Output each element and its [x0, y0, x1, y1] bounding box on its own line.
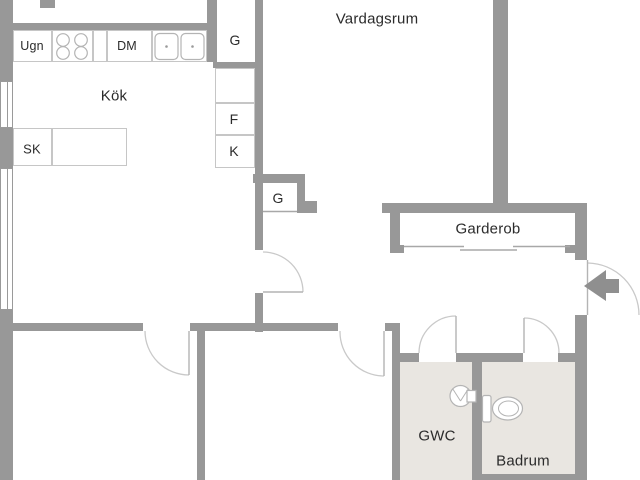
stove-burner-icon	[74, 33, 88, 47]
closet-g-kitchen-bottom-wall	[213, 62, 263, 68]
hall-bottom-wall-seg3	[558, 353, 587, 362]
stove-burner-icon	[56, 33, 70, 47]
kitchen-livingroom-divider-stub	[255, 293, 263, 332]
label-sk: SK	[23, 141, 41, 157]
label-g-hall: G	[272, 190, 284, 206]
outer-wall-left-pier	[0, 128, 13, 168]
livingroom-right-wall	[493, 0, 508, 203]
label-g-kitchen: G	[229, 32, 241, 48]
door-bottom-middle-room-swing-arc	[339, 330, 385, 377]
main-cross-wall-left	[0, 323, 143, 331]
gwc-washbasin-detail-line	[452, 388, 461, 402]
closet-g-kitchen-left-wall	[207, 0, 217, 62]
garderob-left-wall	[390, 213, 400, 252]
gwc-left-wall	[392, 331, 400, 480]
label-gwc: GWC	[418, 427, 456, 445]
garderob-bottom-stub-left	[390, 245, 404, 253]
window-pane-line	[6, 169, 8, 309]
main-cross-wall-right-piece	[385, 323, 400, 331]
gwc-washbasin-tap	[466, 389, 477, 403]
door-bottom-left-room-swing-arc	[144, 330, 190, 376]
closet-g-hall-right-wall	[297, 183, 305, 202]
hall-bottom-wall-seg1	[398, 353, 419, 362]
window-pane-line	[6, 82, 8, 127]
toilet-bowl-inner-icon	[498, 400, 519, 417]
door-badrum-swing-arc	[523, 317, 560, 354]
door-kitchen-hall-swing-arc	[262, 251, 304, 293]
outer-wall-right-upper	[575, 213, 587, 260]
counter-sk-side	[52, 128, 127, 166]
outer-wall-left-bottom	[0, 310, 13, 480]
outer-wall-left-top	[0, 0, 13, 81]
closet-g-hall-top-wall	[253, 174, 305, 183]
counter-small	[93, 30, 107, 62]
cabinet-f	[215, 103, 255, 135]
kitchen-window-lower	[0, 168, 13, 310]
counter-dm	[107, 30, 152, 62]
label-dm: DM	[117, 39, 137, 53]
kitchen-livingroom-divider	[255, 0, 263, 250]
closet-g-hall-foot	[297, 201, 317, 213]
kitchen-top-wall	[13, 23, 213, 30]
kitchen-window-upper	[0, 81, 13, 128]
gwc-badrum-divider	[472, 362, 482, 480]
cabinet-above-f	[215, 68, 255, 103]
label-vardagsrum: Vardagsrum	[335, 10, 419, 28]
door-gwc-swing-arc	[418, 315, 457, 354]
label-badrum: Badrum	[496, 452, 550, 470]
gwc-floor	[400, 362, 472, 480]
label-k: K	[229, 143, 239, 159]
stove-burner-icon	[56, 46, 70, 60]
toilet-tank-icon	[481, 394, 492, 423]
balcony-wall-stub	[40, 0, 55, 8]
badrum-floor	[482, 362, 575, 474]
hall-bottom-wall-seg2	[456, 353, 523, 362]
label-f: F	[229, 111, 239, 127]
label-kok: Kök	[100, 87, 128, 105]
bottom-rooms-divider	[197, 331, 205, 480]
main-cross-wall-middle	[190, 323, 338, 331]
badrum-bottom-wall	[480, 474, 577, 480]
label-garderob: Garderob	[455, 220, 521, 238]
kitchen-sink-drain-dot	[165, 45, 168, 48]
stove-burner-icon	[74, 46, 88, 60]
garderob-top-wall	[382, 203, 587, 213]
label-ugn: Ugn	[20, 39, 44, 53]
counter-sk	[13, 128, 52, 166]
cabinet-k	[215, 135, 255, 168]
counter-ugn	[13, 30, 52, 62]
kitchen-sink-drain-dot	[191, 45, 194, 48]
door-entry-swing-arc	[587, 262, 640, 316]
entry-direction-arrow-icon	[584, 270, 619, 301]
